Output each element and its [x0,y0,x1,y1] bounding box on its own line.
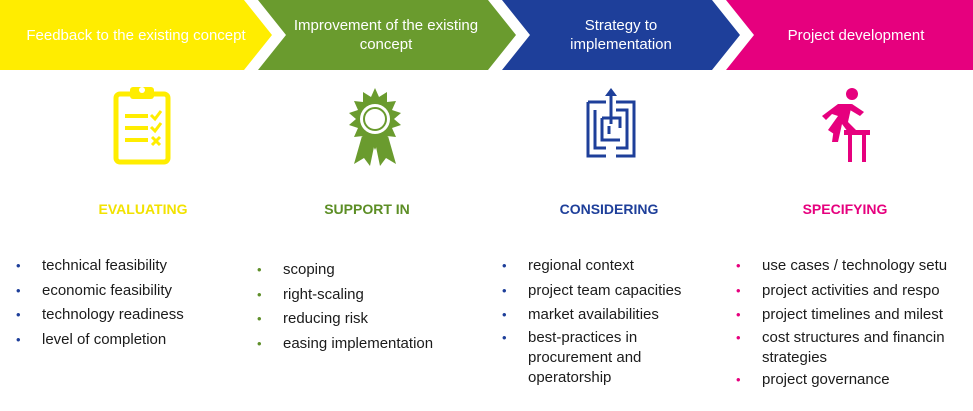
step-2-title: Improvement of the existing concept [293,17,479,53]
heading-specifying: SPECIFYING [802,201,888,217]
list-item: technology readiness [16,303,184,328]
list-item: use cases / technology setu [736,254,973,279]
list-item: project activities and respo [736,279,973,304]
heading-considering: CONSIDERING [559,201,659,217]
chevron-step-4 [726,0,973,70]
list-item: right-scaling [257,283,433,308]
list-item: technical feasibility [16,254,184,279]
award-badge-icon [349,88,401,166]
heading-support-in: SUPPORT IN [324,201,410,217]
step-4-title: Project development [787,26,925,44]
list-item: project governance [736,368,973,393]
chevron-step-1 [0,0,272,70]
list-item: level of completion [16,328,184,353]
list-item: economic feasibility [16,279,184,304]
hurdle-runner-icon [822,88,870,162]
clipboard-checklist-icon [113,87,171,165]
chevron-step-3 [502,0,740,70]
step-1-title: Feedback to the existing concept [26,26,246,44]
list-item: market availabilities [502,303,681,328]
list-item: best-practices in procurement and operat… [502,328,668,388]
list-item: scoping [257,258,433,283]
chevron-step-2 [258,0,516,70]
considering-list: regional context project team capacities… [502,254,681,388]
list-item: easing implementation [257,332,433,357]
specifying-list: use cases / technology setu project acti… [736,254,973,392]
process-banner [0,0,973,70]
list-item: project team capacities [502,279,681,304]
list-item: regional context [502,254,681,279]
list-item: reducing risk [257,307,433,332]
list-item: cost structures and financin strategies [736,328,972,368]
evaluating-list: technical feasibility economic feasibili… [16,254,184,352]
list-item: project timelines and milest [736,303,973,328]
step-3-title: Strategy to implementation [570,17,672,53]
support-in-list: scoping right-scaling reducing risk easi… [257,258,433,356]
maze-icon [586,88,636,158]
heading-evaluating: EVALUATING [98,201,188,217]
